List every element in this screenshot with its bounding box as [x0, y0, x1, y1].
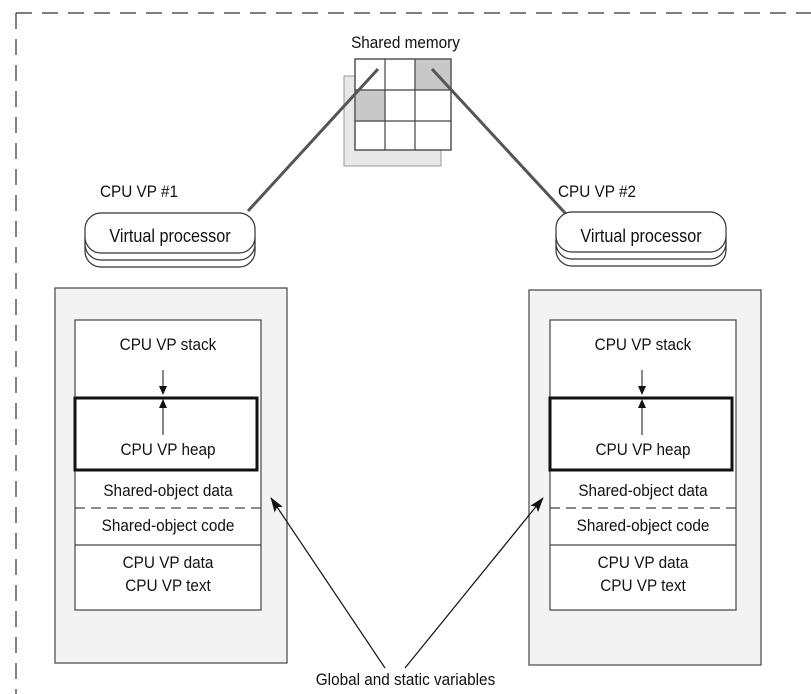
stack-label-1: CPU VP stack [119, 335, 217, 354]
heap-box-1 [73, 396, 259, 472]
cpu-vp-2-label: CPU VP #2 [558, 182, 636, 201]
process-panel-1 [54, 287, 288, 664]
cpu-vp-1-label: CPU VP #1 [100, 182, 178, 201]
global-variables-arrows [270, 497, 544, 669]
virtual-processor-1-label: Virtual processor [109, 226, 231, 246]
virtual-processor-2-label: Virtual processor [580, 226, 702, 246]
heap-label-1: CPU VP heap [120, 440, 216, 459]
system-boundary [15, 12, 811, 694]
vp-text-label-1: CPU VP text [125, 576, 211, 595]
vp-data-label-1: CPU VP data [122, 553, 214, 572]
shared-memory-label: Shared memory [351, 33, 460, 52]
shared-object-data-label-2: Shared-object data [578, 481, 708, 500]
virtual-processor-1-shape [84, 212, 256, 268]
shared-memory-cell-shaded [355, 90, 385, 121]
arrow-to-panel-2 [404, 497, 544, 669]
arrow-to-panel-1 [270, 497, 386, 669]
vp-data-label-2: CPU VP data [597, 553, 689, 572]
global-static-variables-label: Global and static variables [315, 670, 496, 689]
heap-box-2 [548, 396, 734, 472]
process-panel-2 [528, 289, 762, 666]
shared-memory-grid [343, 58, 452, 167]
shared-object-code-label-2: Shared-object code [576, 516, 710, 535]
stack-label-2: CPU VP stack [594, 335, 692, 354]
connector-vp2-memory [430, 67, 568, 216]
shared-object-data-label-1: Shared-object data [103, 481, 233, 500]
virtual-processor-2-shape [555, 211, 727, 267]
vp-text-label-2: CPU VP text [600, 576, 686, 595]
heap-label-2: CPU VP heap [595, 440, 691, 459]
connector-vp1-memory [246, 67, 380, 213]
shared-object-code-label-1: Shared-object code [101, 516, 235, 535]
